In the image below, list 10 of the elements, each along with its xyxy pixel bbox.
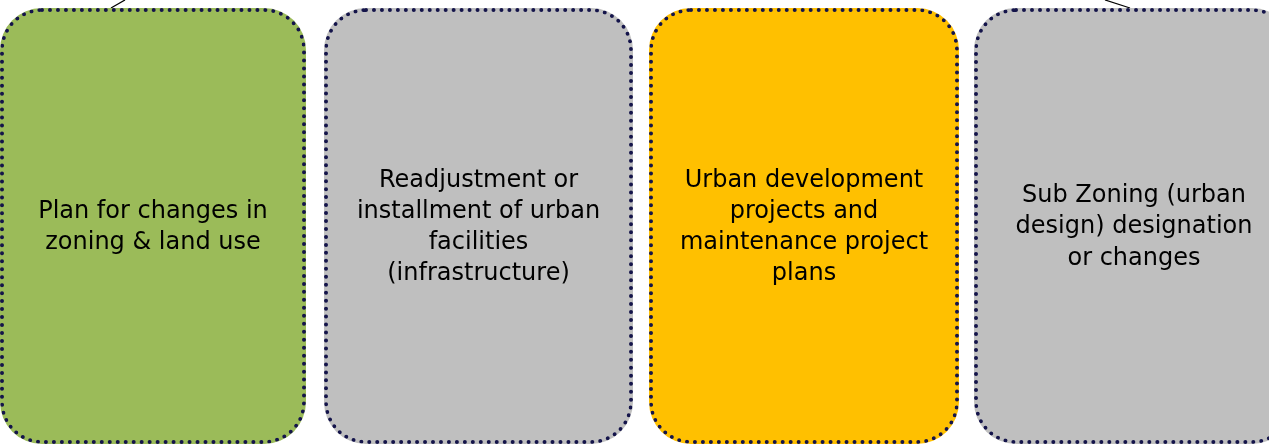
connector-line <box>1104 0 1131 9</box>
process-box <box>0 8 306 444</box>
process-box <box>324 8 633 444</box>
box-label: Plan for changes in zoning & land use <box>37 194 269 257</box>
box-label: Sub Zoning (urban design) designation or changes <box>1014 179 1254 273</box>
process-box <box>974 8 1269 444</box>
connector-line <box>110 0 126 9</box>
process-box <box>649 8 959 444</box>
box-label: Readjustment or installment of urban facilities (infrastructure) <box>355 163 602 289</box>
box-label: Urban development projects and maintenance project plans <box>678 163 930 289</box>
